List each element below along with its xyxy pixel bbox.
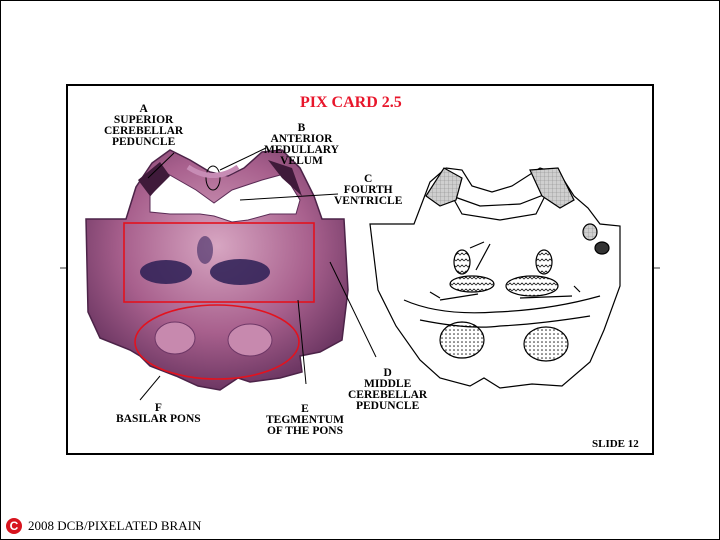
copyright-icon: C (6, 518, 22, 534)
schematic-drawing (369, 167, 621, 389)
footer-credit: C 2008 DCB/PIXELATED BRAIN (6, 518, 201, 534)
card-title: PIX CARD 2.5 (300, 94, 402, 111)
footer-text: 2008 DCB/PIXELATED BRAIN (28, 518, 202, 533)
slide-number: SLIDE 12 (592, 438, 639, 450)
histology-section (85, 149, 349, 391)
leader-lines (139, 147, 377, 401)
